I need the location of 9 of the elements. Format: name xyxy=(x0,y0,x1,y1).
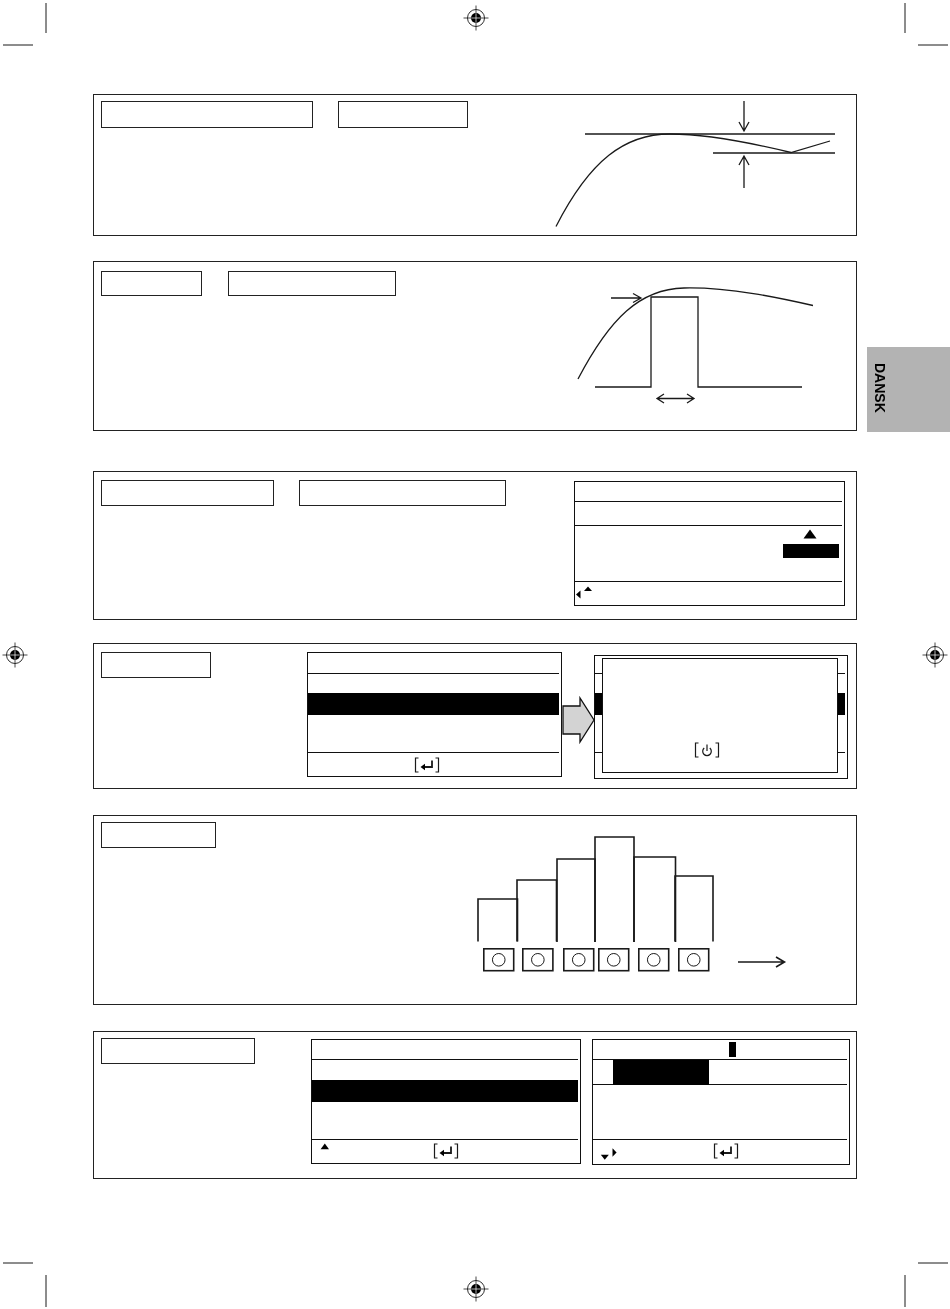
lcd-screen xyxy=(306,652,562,777)
lcd-screen xyxy=(310,1038,581,1164)
language-tab: DANSK xyxy=(867,347,950,432)
lcd-screen xyxy=(574,481,845,606)
selection-bar xyxy=(613,1060,710,1086)
selection-bar xyxy=(311,1079,579,1102)
block-arrow xyxy=(561,695,595,744)
lcd-screen xyxy=(591,1038,850,1165)
selection-bar xyxy=(307,693,560,715)
